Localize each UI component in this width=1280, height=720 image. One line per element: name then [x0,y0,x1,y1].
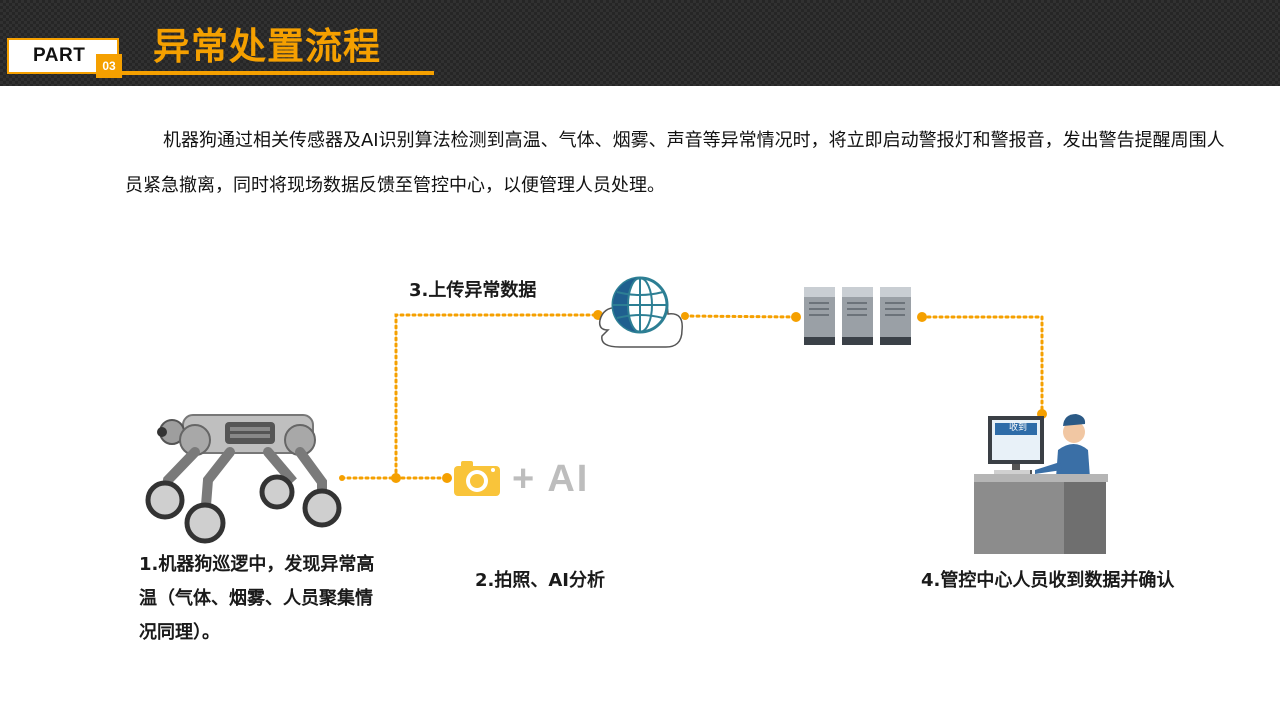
connector-up-to-cloud [394,313,600,480]
part-label: PART [33,45,86,66]
part-number: 03 [96,54,122,78]
connector-cloud-server [683,314,798,319]
server-rack-icon [804,287,911,345]
cloud-globe-icon [598,276,683,348]
robot-dog-icon [145,414,342,544]
intro-paragraph: 机器狗通过相关传感器及AI识别算法检测到高温、气体、烟雾、声音等异常情况时，将立… [125,130,1225,196]
operator-desk-icon [974,414,1108,554]
camera-icon [454,461,500,496]
step-4-label: 4.管控中心人员收到数据并确认 [921,570,1175,591]
step-3-label: 3.上传异常数据 [409,280,537,301]
monitor-received-text: 收到 [1008,423,1027,433]
title-underline [118,71,434,75]
connector-dots [339,310,1047,483]
step-1-label: 1.机器狗巡逻中，发现异常高温（气体、烟雾、人员聚集情况同理）。 [139,554,375,643]
step-2-label: 2.拍照、AI分析 [475,570,605,591]
connector-server-operator [920,315,1044,416]
flow-connectors [340,313,1044,480]
plus-ai-text: + AI [512,458,590,500]
page-title: 异常处置流程 [153,25,381,68]
